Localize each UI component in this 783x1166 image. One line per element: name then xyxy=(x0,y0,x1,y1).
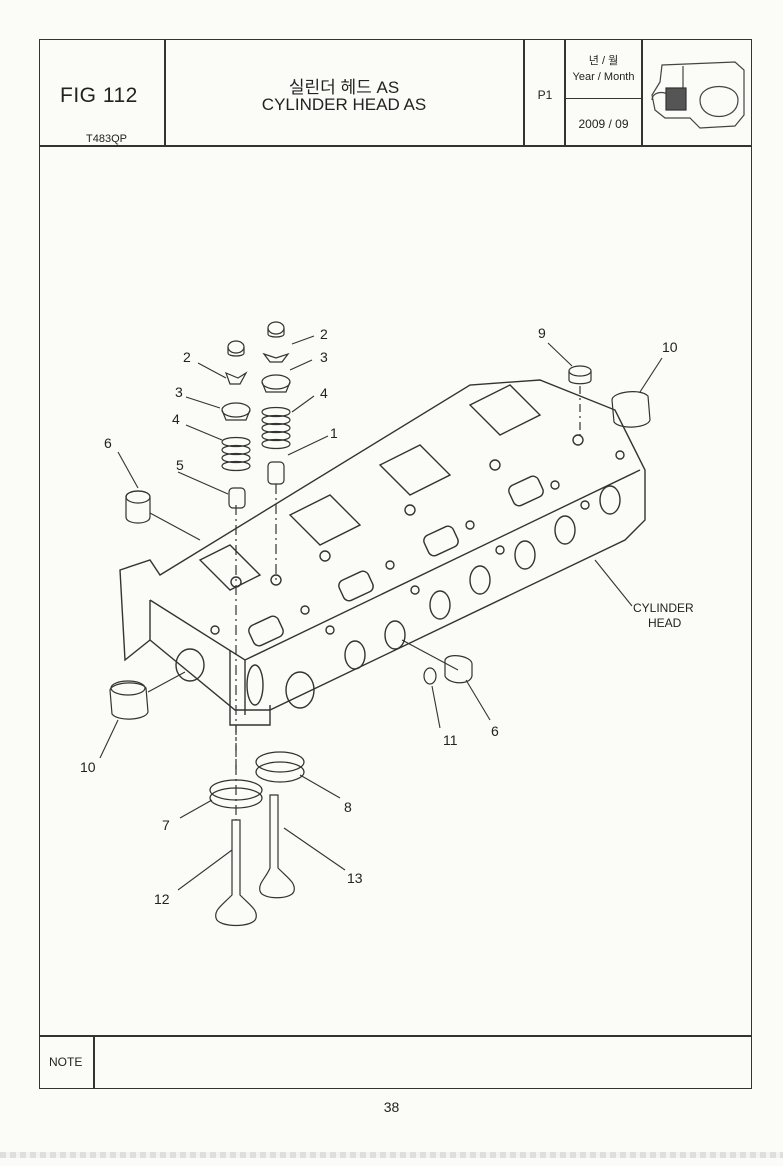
page-number: 38 xyxy=(383,1099,400,1115)
header-bottom-rule xyxy=(39,145,752,147)
callout-1: 1 xyxy=(330,425,338,441)
callout-labels: 1 2 2 3 3 4 4 5 6 6 7 8 9 10 10 11 12 13… xyxy=(80,325,694,907)
callout-10-left: 10 xyxy=(80,759,96,775)
model-code: T483QP xyxy=(86,133,127,145)
header-divider-4 xyxy=(641,39,643,146)
callout-10-right: 10 xyxy=(662,339,678,355)
note-divider xyxy=(93,1035,95,1089)
callout-3-right: 3 xyxy=(320,349,328,365)
callout-5: 5 xyxy=(176,457,184,473)
header-divider-2 xyxy=(523,39,525,146)
note-top-rule xyxy=(39,1035,752,1037)
callout-3-left: 3 xyxy=(175,384,183,400)
year-month-label-korean: 년 / 월 xyxy=(588,55,619,67)
callout-4-right: 4 xyxy=(320,385,328,401)
callout-7: 7 xyxy=(162,817,170,833)
callout-11: 11 xyxy=(443,732,458,748)
leader-lines xyxy=(99,335,663,891)
callout-2-left: 2 xyxy=(183,349,191,365)
part-label-cylinder: CYLINDER xyxy=(633,601,694,615)
header-divider-3 xyxy=(564,39,566,146)
callout-12: 12 xyxy=(154,891,170,907)
page-frame xyxy=(39,39,752,1089)
valve-train-parts xyxy=(109,321,651,927)
callout-6-left: 6 xyxy=(104,435,112,451)
title-korean: 실린더 헤드 AS xyxy=(288,78,400,97)
tractor-icon xyxy=(651,61,745,129)
cylinder-head-drawing xyxy=(119,379,646,726)
callout-9: 9 xyxy=(538,325,546,341)
callout-8: 8 xyxy=(344,799,352,815)
page-ref: P1 xyxy=(537,88,553,102)
part-label-head: HEAD xyxy=(648,616,682,630)
year-month-rule xyxy=(564,98,642,99)
callout-4-left: 4 xyxy=(172,411,180,427)
year-month-value: 2009 / 09 xyxy=(578,117,629,131)
figure-number: FIG 112 xyxy=(60,84,138,107)
header-divider-1 xyxy=(164,39,166,146)
callout-6-right: 6 xyxy=(491,723,499,739)
title-english: CYLINDER HEAD AS xyxy=(261,95,427,114)
callout-2-right: 2 xyxy=(320,326,328,342)
year-month-label-english: Year / Month xyxy=(572,71,635,83)
note-label: NOTE xyxy=(49,1055,83,1069)
scan-edge xyxy=(0,1152,783,1158)
callout-13: 13 xyxy=(347,870,363,886)
